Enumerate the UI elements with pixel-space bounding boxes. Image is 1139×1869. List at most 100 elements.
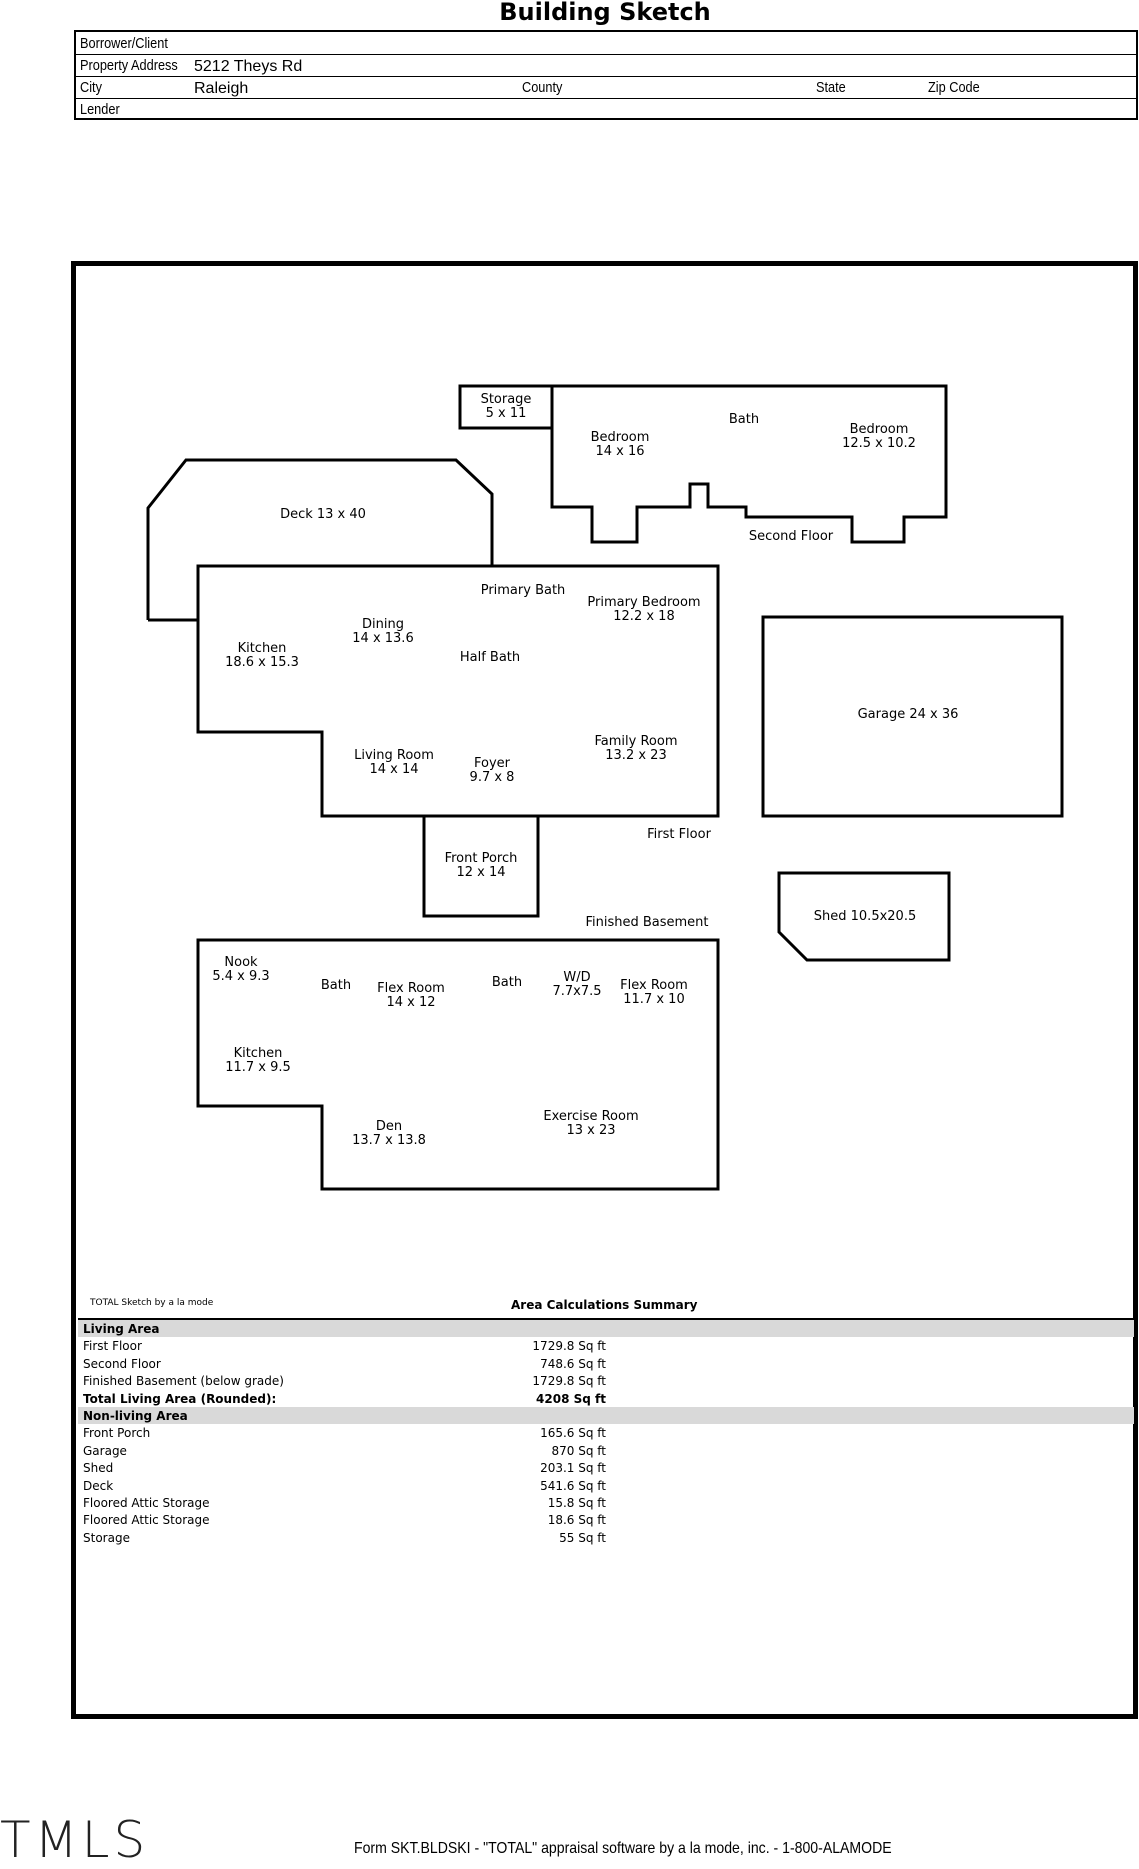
zip-label: Zip Code (928, 79, 980, 96)
area-row: Garage 870 Sq ft (78, 1442, 1134, 1459)
garage-outline (761, 615, 1064, 818)
area-row: Storage 55 Sq ft (78, 1529, 1134, 1546)
address-row: Property Address 5212 Theys Rd (76, 54, 1136, 77)
area-value: 1729.8 Sq ft (532, 1374, 606, 1389)
area-name: Front Porch (83, 1426, 151, 1441)
area-value: 1729.8 Sq ft (532, 1339, 606, 1354)
area-name: Non-living Area (83, 1408, 188, 1423)
area-name: Storage (83, 1530, 130, 1545)
area-value: 165.6 Sq ft (540, 1426, 606, 1441)
city-row: City Raleigh County State Zip Code (76, 76, 1136, 99)
area-value: 15.8 Sq ft (547, 1495, 606, 1510)
room-label: Primary Bath (481, 583, 566, 598)
area-value: 541.6 Sq ft (540, 1478, 606, 1493)
lender-row: Lender (76, 98, 1136, 120)
area-summary-title: Area Calculations Summary (511, 1298, 698, 1312)
room-label: Bath (492, 975, 522, 990)
room-label-line: Deck 13 x 40 (280, 507, 366, 522)
room-label-line: 5 x 11 (486, 406, 527, 421)
room-label: Half Bath (460, 650, 520, 665)
room-label: Second Floor (749, 529, 834, 544)
room-label-line: Foyer (474, 756, 511, 771)
area-name: Garage (83, 1443, 127, 1458)
room-label-line: Garage 24 x 36 (858, 707, 959, 722)
room-label-line: First Floor (647, 827, 711, 842)
sketch-frame (71, 261, 1138, 1719)
room-label-line: 14 x 14 (369, 762, 418, 777)
area-value: 870 Sq ft (551, 1443, 607, 1458)
area-name: Floored Attic Storage (83, 1513, 210, 1528)
room-label-line: 12.2 x 18 (613, 609, 674, 624)
state-label: State (816, 79, 846, 96)
sketch-credit: TOTAL Sketch by a la mode (90, 1298, 214, 1308)
room-label-line: 12.5 x 10.2 (842, 436, 916, 451)
area-name: Floored Attic Storage (83, 1495, 210, 1510)
address-value: 5212 Theys Rd (194, 58, 303, 75)
room-label-line: 14 x 12 (386, 995, 435, 1010)
area-name: Total Living Area (Rounded): (83, 1391, 277, 1406)
area-row: Non-living Area (78, 1406, 1134, 1425)
county-label: County (522, 79, 563, 96)
borrower-label: Borrower/Client (80, 35, 168, 52)
room-label-line: 9.7 x 8 (470, 770, 515, 785)
room-label-line: Shed 10.5x20.5 (814, 909, 916, 924)
room-label-line: Bath (321, 978, 351, 993)
room-label-line: 11.7 x 10 (623, 992, 684, 1007)
room-label-line: 12 x 14 (456, 865, 505, 880)
room-label: Bath (729, 412, 759, 427)
room-label-line: Flex Room (377, 981, 445, 996)
area-name: First Floor (83, 1339, 142, 1354)
borrower-row: Borrower/Client (76, 32, 1136, 55)
second-floor-outline (550, 384, 948, 544)
tmls-logo: TMLS (0, 1811, 150, 1869)
room-label: Deck 13 x 40 (280, 507, 366, 522)
room-label-line: Exercise Room (543, 1109, 638, 1124)
shed-outline (777, 871, 951, 962)
area-row: First Floor 1729.8 Sq ft (78, 1337, 1134, 1354)
room-label-line: Primary Bath (481, 583, 566, 598)
room-label-line: Bedroom (850, 422, 909, 437)
room-label-line: Bedroom (591, 430, 650, 445)
room-label-line: Second Floor (749, 529, 834, 544)
area-row: Finished Basement (below grade)1729.8 Sq… (78, 1372, 1134, 1389)
city-label: City (80, 79, 102, 96)
room-label-line: Dining (362, 617, 404, 632)
room-label: Finished Basement (585, 915, 708, 930)
area-value: 4208 Sq ft (536, 1391, 606, 1406)
area-name: Deck (83, 1478, 114, 1493)
area-name: Second Floor (83, 1356, 161, 1371)
room-label-line: W/D (563, 970, 590, 985)
address-label: Property Address (80, 57, 178, 74)
room-label-line: Storage (481, 392, 532, 407)
room-label-line: Half Bath (460, 650, 520, 665)
room-label-line: Finished Basement (585, 915, 708, 930)
room-label-line: Kitchen (238, 641, 287, 656)
city-value: Raleigh (194, 80, 249, 97)
room-label-line: Front Porch (445, 851, 518, 866)
area-name: Living Area (83, 1322, 160, 1336)
room-label-line: Living Room (354, 748, 434, 763)
area-value: 55 Sq ft (559, 1530, 606, 1545)
room-label-line: Primary Bedroom (587, 595, 700, 610)
area-row: Total Living Area (Rounded): 4208 Sq ft (78, 1390, 1134, 1407)
room-label: First Floor (647, 827, 711, 842)
room-label-line: 11.7 x 9.5 (225, 1060, 291, 1075)
